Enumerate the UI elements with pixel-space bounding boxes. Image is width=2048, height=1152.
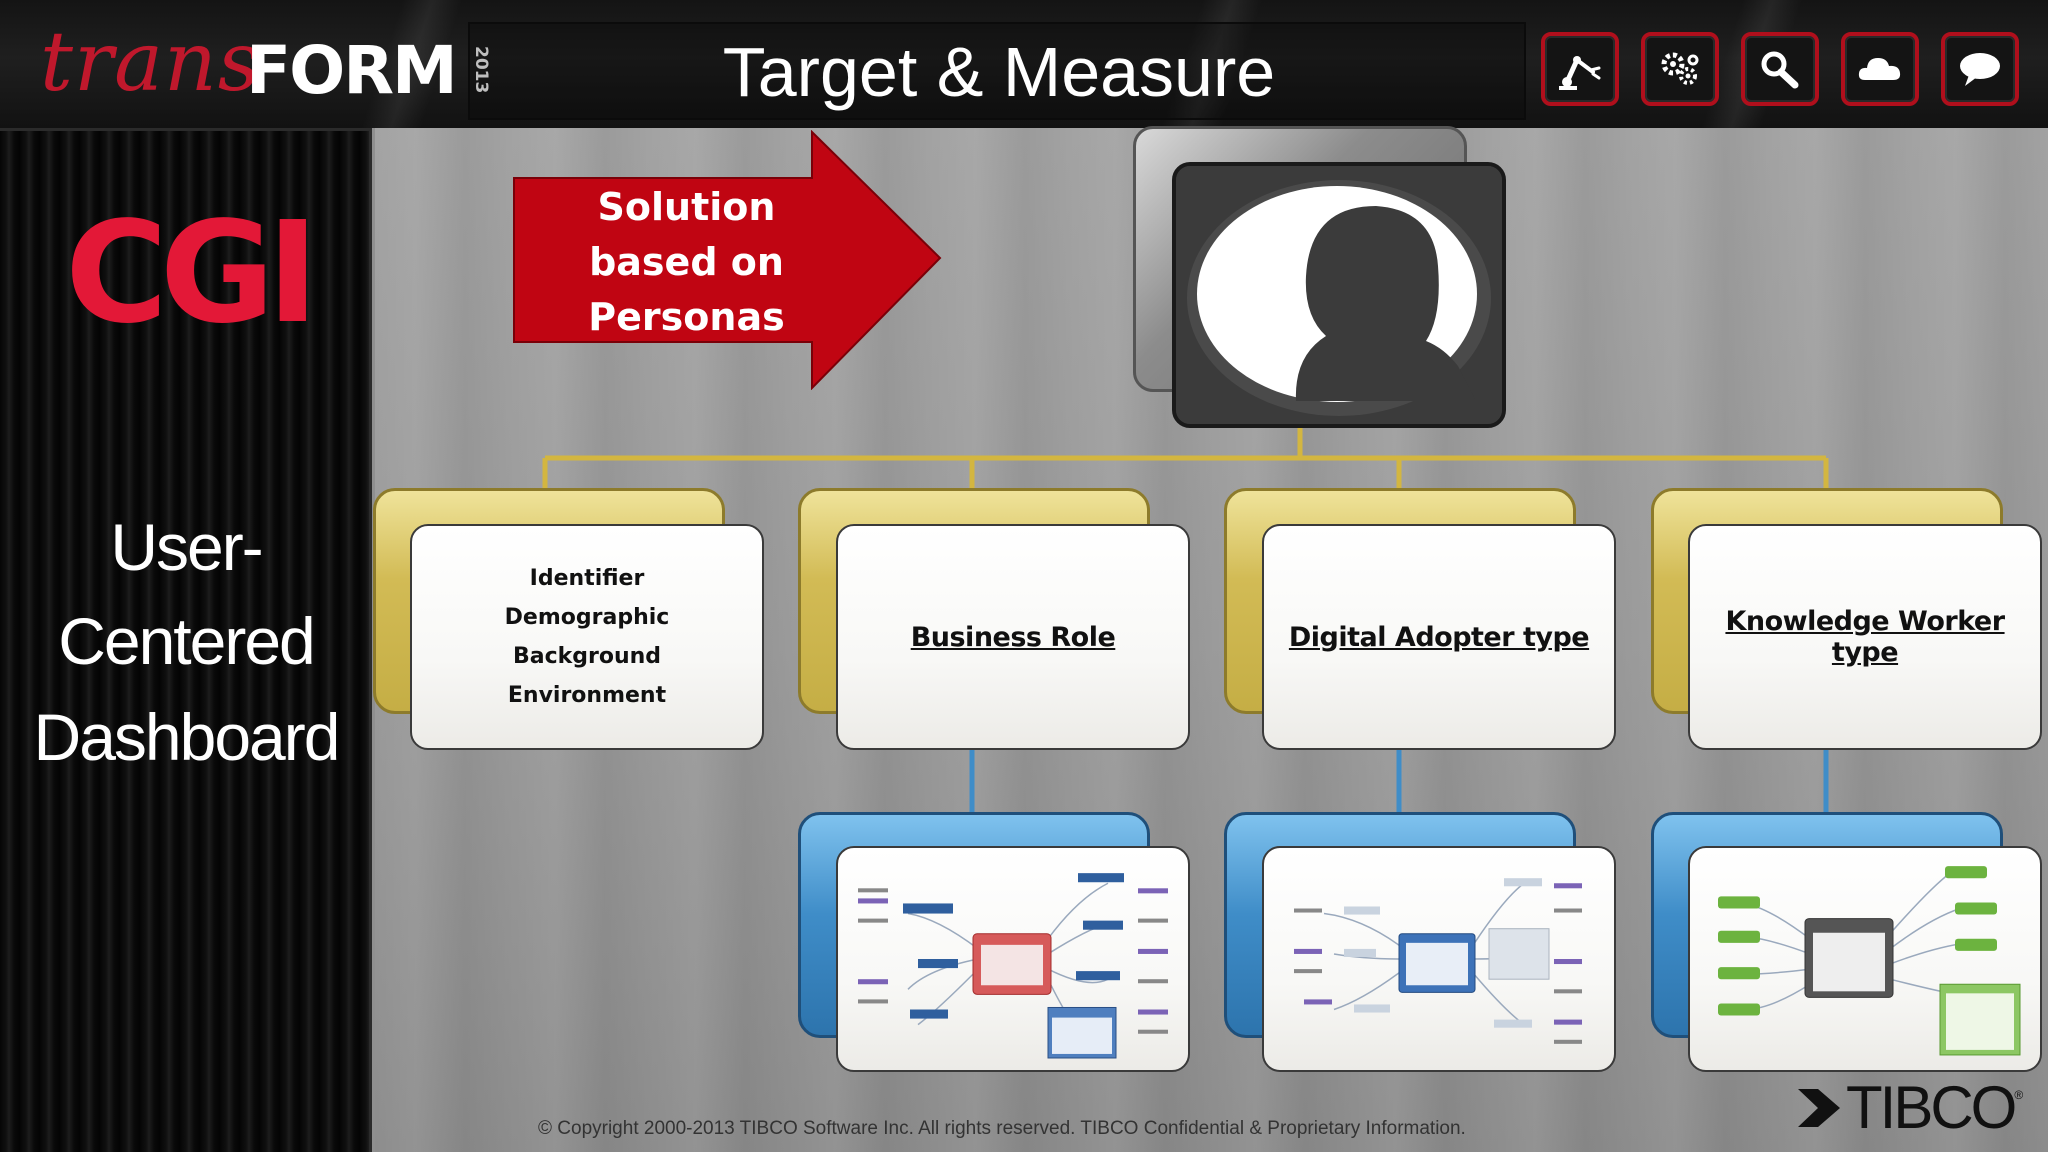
callout-line-1: Solution [597, 185, 776, 229]
identity-card[interactable]: Identifier Demographic Background Enviro… [410, 524, 764, 750]
gears-button[interactable] [1641, 32, 1719, 106]
persona-callout-text: Solution based on Personas [514, 180, 859, 345]
identity-attribute-list: Identifier Demographic Background Enviro… [505, 559, 670, 715]
digital-adopter-mindmap-thumbnail[interactable] [1262, 846, 1616, 1072]
person-silhouette-icon [1176, 166, 1502, 424]
robot-arm-button[interactable] [1541, 32, 1619, 106]
persona-callout-arrow [513, 130, 942, 390]
business-role-link[interactable]: Business Role [910, 621, 1116, 653]
attribute-background: Background [512, 644, 662, 669]
copyright-notice: © Copyright 2000-2013 TIBCO Software Inc… [538, 1118, 1466, 1139]
callout-line-2: based on [589, 240, 784, 284]
sidebar: CGI User- Centered Dashboard [0, 128, 372, 1152]
chat-button[interactable] [1941, 32, 2019, 106]
mindmap-diagram-image [1718, 866, 2021, 1056]
knowledge-worker-card[interactable]: Knowledge Worker type [1688, 524, 2042, 750]
attribute-identifier: Identifier [529, 566, 645, 591]
logo-script-text: trans [40, 15, 261, 110]
knowledge-worker-mindmap-thumbnail[interactable] [1688, 846, 2042, 1072]
sidebar-caption-line-2: Centered [58, 604, 316, 678]
attribute-demographic: Demographic [504, 605, 670, 630]
attribute-environment: Environment [507, 683, 667, 708]
business-role-mindmap-thumbnail[interactable] [836, 846, 1190, 1072]
tibco-logo: TIBCO ® [1796, 1078, 2023, 1138]
robot-arm-icon [1559, 56, 1601, 90]
logo-bold-text: FORM [246, 32, 458, 109]
tibco-registered-mark: ® [2014, 1088, 2024, 1102]
title-bar: Target & Measure [468, 22, 1526, 120]
page-title: Target & Measure [722, 33, 1276, 111]
digital-adopter-link[interactable]: Digital Adopter type [1288, 621, 1590, 653]
top-bar: trans FORM 2013 Target & Measure [0, 0, 2048, 128]
magnifier-icon [1761, 51, 1799, 89]
sidebar-caption-line-3: Dashboard [33, 700, 341, 774]
speech-bubble-icon [1960, 53, 2000, 86]
search-button[interactable] [1741, 32, 1819, 106]
mindmap-diagram-image [1294, 878, 1582, 1044]
knowledge-worker-link[interactable]: Knowledge Worker type [1725, 606, 2005, 668]
gears-icon [1661, 52, 1699, 85]
cloud-icon [1858, 58, 1901, 80]
business-role-card[interactable]: Business Role [836, 524, 1190, 750]
persona-node[interactable] [1172, 162, 1506, 428]
cgi-logo: CGI [65, 192, 319, 355]
logo-year: 2013 [471, 46, 491, 94]
cloud-button[interactable] [1841, 32, 1919, 106]
sidebar-caption-line-1: User- [110, 510, 263, 584]
tibco-mark-icon [1798, 1089, 1840, 1127]
digital-adopter-card[interactable]: Digital Adopter type [1262, 524, 1616, 750]
mindmap-diagram-image [858, 873, 1168, 1059]
callout-line-3: Personas [588, 295, 785, 339]
tibco-wordmark: TIBCO [1846, 1074, 2017, 1141]
